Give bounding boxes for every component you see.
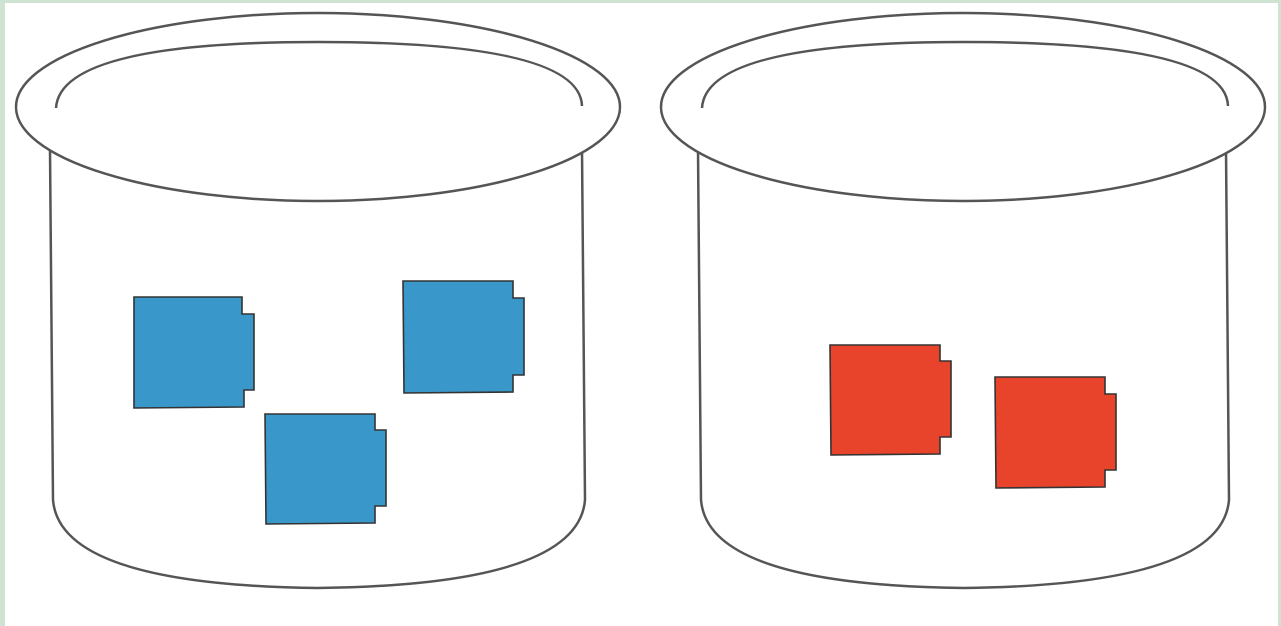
frame-top-edge	[0, 0, 1281, 3]
frame-right-edge	[1278, 0, 1281, 626]
right-pot-body	[696, 148, 1231, 590]
right-pot-rim-inner	[700, 40, 1230, 109]
blue-block	[264, 413, 387, 525]
frame-left-edge	[0, 0, 5, 626]
blue-block	[402, 280, 525, 394]
left-pot-rim-inner	[54, 40, 584, 109]
right-pot-blocks	[829, 344, 1117, 489]
red-block	[994, 376, 1117, 489]
left-pot	[14, 11, 622, 590]
left-pot-blocks	[133, 280, 525, 525]
blue-block	[133, 296, 255, 409]
left-pot-body	[48, 148, 587, 590]
left-pot-rim-outer	[14, 11, 622, 203]
red-block	[829, 344, 952, 456]
right-pot-rim-outer	[659, 11, 1267, 203]
right-pot	[659, 11, 1267, 590]
